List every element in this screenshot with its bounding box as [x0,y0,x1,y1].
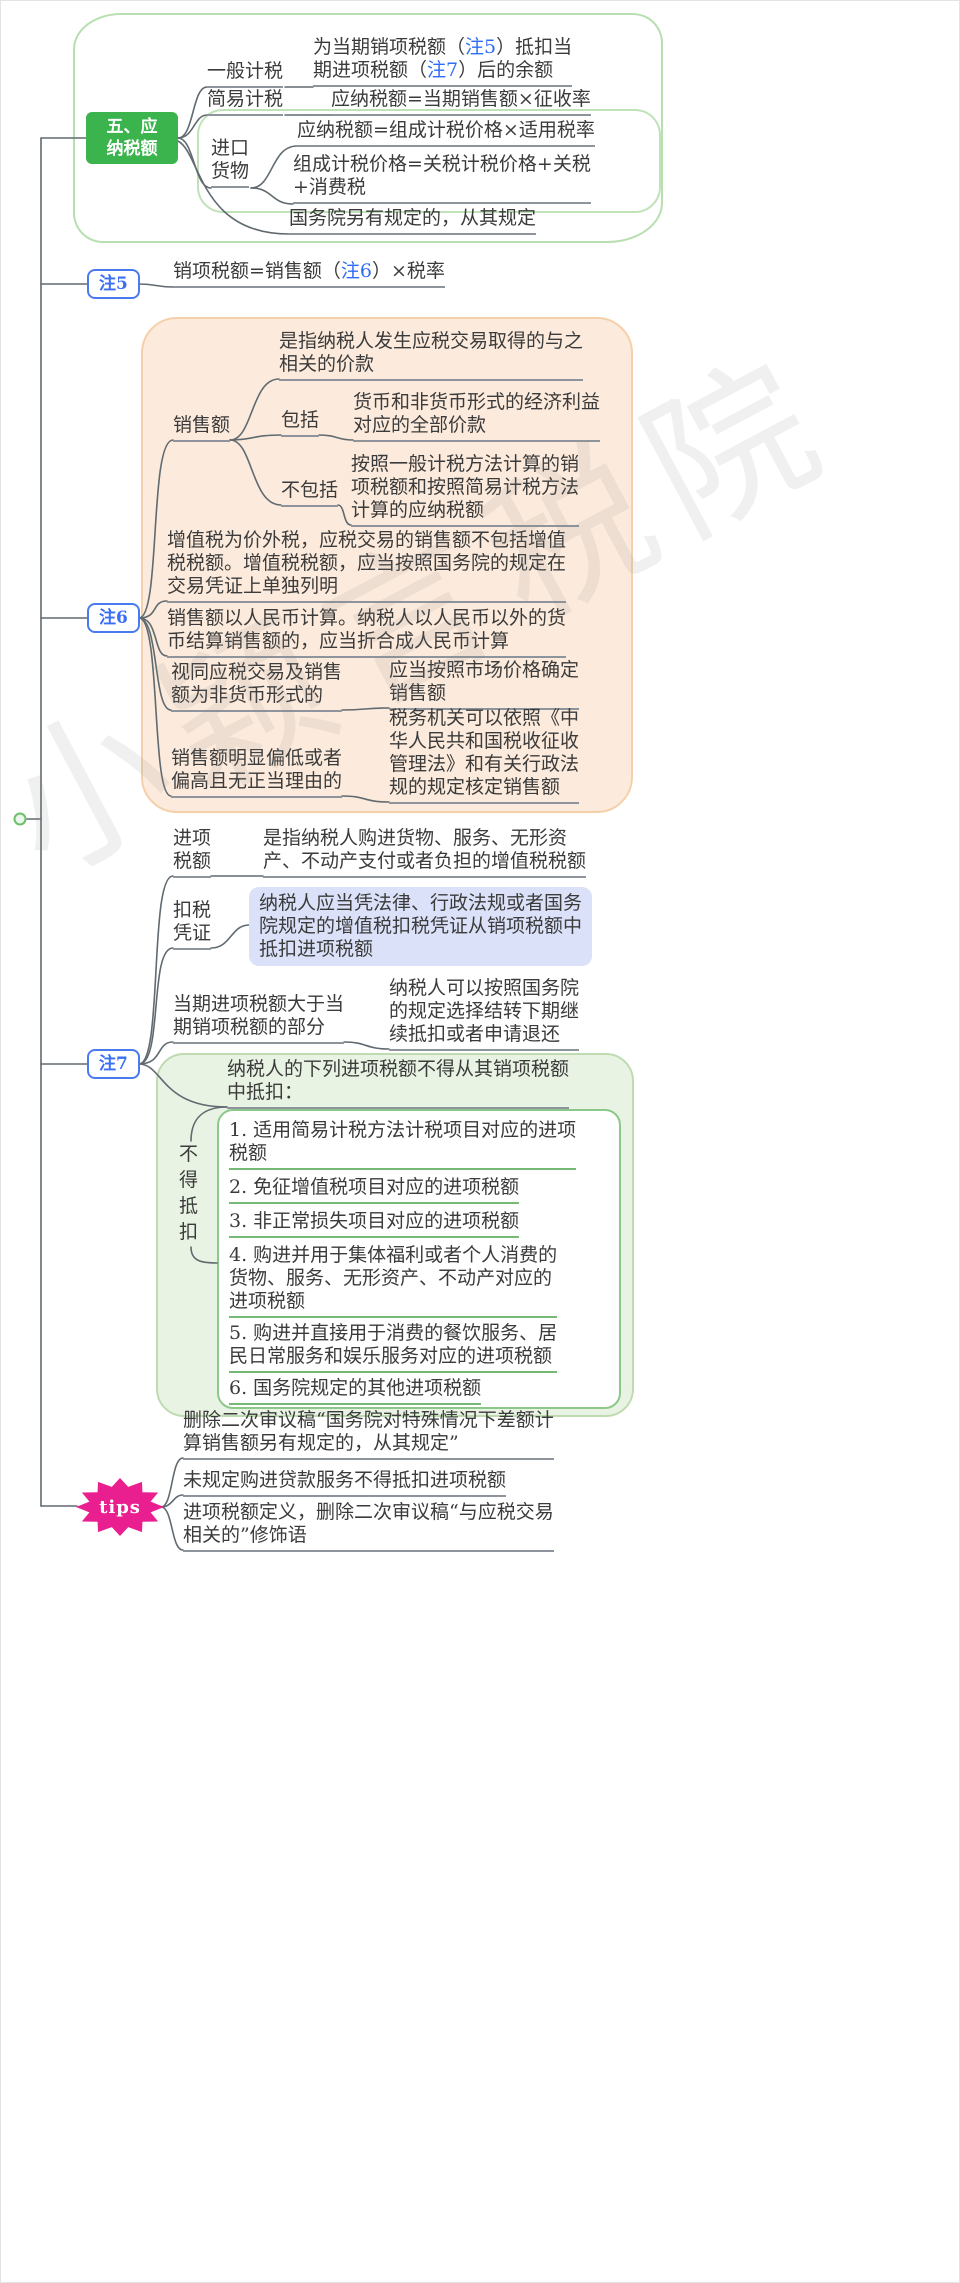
text-deduction-voucher[interactable]: 纳税人应当凭法律、行政法规或者国务 院规定的增值税扣税凭证从销项税额中 抵扣进项… [249,887,593,966]
label-deemed-transaction[interactable]: 视同应税交易及销售 额为非货币形式的 [171,661,343,712]
label-sales-amount[interactable]: 销售额 [173,414,231,442]
nodeduct-list-box [217,1109,621,1409]
list-item-nodeduct-2[interactable]: 2. 免征增值税项目对应的进项税额 [229,1176,520,1204]
text-sales-definition[interactable]: 是指纳税人发生应税交易取得的与之 相关的价款 [279,330,584,381]
ref-note7-link[interactable]: 注7 [427,59,459,81]
text-general-taxation[interactable]: 为当期销项税额（注5）抵扣当 期进项税额（注7）后的余额 [313,36,573,87]
badge-note5[interactable]: 注5 [87,269,140,299]
badge-note7[interactable]: 注7 [87,1049,140,1079]
text-tip-1[interactable]: 删除二次审议稿“国务院对特殊情况下差额计 算销售额另有规定的，从其规定” [183,1409,554,1460]
label-abnormal-price[interactable]: 销售额明显偏低或者 偏高且无正当理由的 [171,747,343,798]
tips-label: tips [99,1496,141,1518]
tips-node[interactable]: tips [76,1478,164,1536]
label-no-deduction[interactable]: 不 得 抵 扣 [179,1143,199,1243]
text-part: ）后的余额 [458,59,554,81]
list-item-nodeduct-4[interactable]: 4. 购进并用于集体福利或者个人消费的 货物、服务、无形资产、不动产对应的 进项… [229,1244,558,1318]
label-deduction-voucher[interactable]: 扣税 凭证 [173,899,212,950]
text-price-excl-tax[interactable]: 增值税为价外税，应税交易的销售额不包括增值 税税额。增值税税额，应当按照国务院的… [167,529,567,603]
note6-peach-panel [141,317,633,813]
text-include[interactable]: 货币和非货币形式的经济利益 对应的全部价款 [353,391,601,442]
text-nodeduct-header[interactable]: 纳税人的下列进项税额不得从其销项税额 中抵扣： [227,1058,570,1109]
text-part: 为当期销项税额（ [313,36,466,58]
text-import-formula2[interactable]: 组成计税价格=关税计税价格+关税 +消费税 [293,153,591,204]
text-tip-3[interactable]: 进项税额定义，删除二次审议稿“与应税交易 相关的”修饰语 [183,1501,554,1552]
text-other-rule[interactable]: 国务院另有规定的，从其规定 [289,207,537,235]
topic-section5-node[interactable]: 五、应 纳税额 [86,112,178,164]
text-output-tax-formula[interactable]: 销项税额=销售额（注6）×税率 [173,260,445,288]
text-input-tax-definition[interactable]: 是指纳税人购进货物、服务、无形资 产、不动产支付或者负担的增值税税额 [263,827,587,878]
list-item-nodeduct-3[interactable]: 3. 非正常损失项目对应的进项税额 [229,1210,520,1238]
text-simple-taxation[interactable]: 应纳税额=当期销售额×征收率 [331,88,591,116]
text-excess-carryover[interactable]: 纳税人可以按照国务院 的规定选择结转下期继 续抵扣或者申请退还 [389,977,580,1051]
root-dot[interactable] [13,812,27,826]
text-part: 销项税额=销售额（ [173,260,341,282]
text-tip-2[interactable]: 未规定购进贷款服务不得抵扣进项税额 [183,1469,507,1497]
text-part: ）抵扣当 期进项税额（ [313,36,573,81]
text-exclude[interactable]: 按照一般计税方法计算的销 项税额和按照简易计税方法 计算的应纳税额 [351,453,580,527]
label-excess-input-tax[interactable]: 当期进项税额大于当 期销项税额的部分 [173,993,345,1044]
label-exclude[interactable]: 不包括 [281,479,339,507]
list-item-nodeduct-1[interactable]: 1. 适用简易计税方法计税项目对应的进项 税额 [229,1119,577,1170]
text-part: ）×税率 [372,260,445,282]
text-abnormal-assessment[interactable]: 税务机关可以依照《中 华人民共和国税收征收 管理法》和有关行政法 规的规定核定销… [389,707,580,804]
ref-note5-link[interactable]: 注5 [465,36,497,58]
ref-note6-link[interactable]: 注6 [340,260,373,282]
label-general-taxation[interactable]: 一般计税 [207,60,284,88]
label-include[interactable]: 包括 [281,409,320,437]
text-deemed-market-price[interactable]: 应当按照市场价格确定 销售额 [389,659,580,710]
label-input-tax[interactable]: 进项 税额 [173,827,212,878]
label-import-goods[interactable]: 进口 货物 [211,137,250,188]
badge-note6[interactable]: 注6 [87,603,140,633]
text-rmb-rule[interactable]: 销售额以人民币计算。纳税人以人民币以外的货 币结算销售额的，应当折合成人民币计算 [167,607,567,658]
label-simple-taxation[interactable]: 简易计税 [207,88,284,116]
text-import-formula1[interactable]: 应纳税额=组成计税价格×适用税率 [297,119,595,147]
list-item-nodeduct-5[interactable]: 5. 购进并直接用于消费的餐饮服务、居 民日常服务和娱乐服务对应的进项税额 [229,1322,558,1373]
list-item-nodeduct-6[interactable]: 6. 国务院规定的其他进项税额 [229,1377,482,1405]
